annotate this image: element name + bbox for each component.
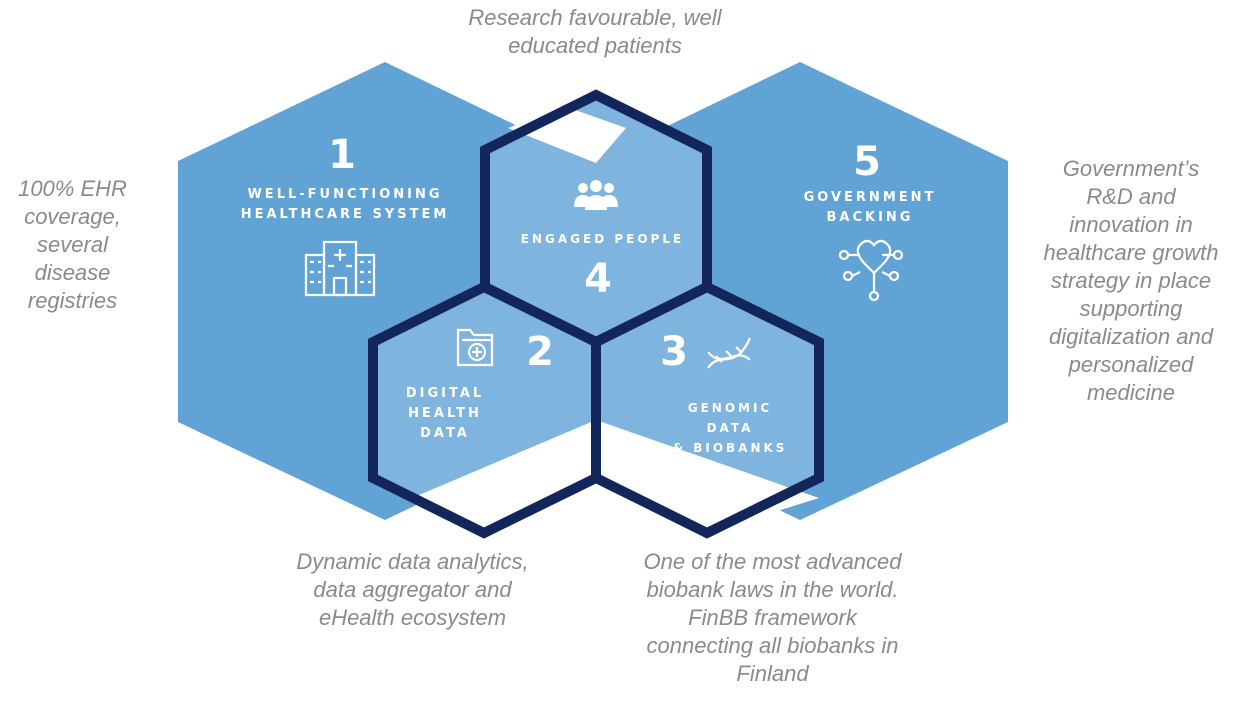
hexagon-2-label: DIGITAL HEALTH DATA bbox=[405, 386, 485, 441]
medical-folder-icon bbox=[456, 328, 494, 367]
hexagon-3-number: 3 bbox=[660, 329, 688, 375]
caption-engaged-people: Research favourable, well educated patie… bbox=[468, 5, 722, 58]
caption-genomic-data-biobanks: One of the most advanced biobank laws in… bbox=[643, 549, 902, 686]
caption-government-backing: Government’s R&D and innovation in healt… bbox=[1043, 156, 1219, 405]
hospital-icon bbox=[304, 240, 376, 297]
hexagon-2-number: 2 bbox=[526, 329, 554, 375]
people-group-icon bbox=[574, 180, 618, 210]
hexagon-2-white-face bbox=[412, 420, 596, 533]
caption-digital-health-data: Dynamic data analytics, data aggregator … bbox=[296, 549, 529, 630]
hexagon-4-number: 4 bbox=[584, 256, 612, 302]
network-heart-icon bbox=[838, 239, 904, 302]
hexagon-4-label: ENGAGED PEOPLE bbox=[520, 232, 685, 246]
dna-icon bbox=[707, 337, 752, 369]
hexagon-5-label: GOVERNMENT BACKING bbox=[803, 190, 937, 225]
caption-healthcare-system: 100% EHR coverage, several disease regis… bbox=[18, 176, 127, 313]
hexagon-5-number: 5 bbox=[853, 139, 881, 185]
hexagon-3-outline bbox=[591, 281, 824, 539]
hexagon-1-number: 1 bbox=[328, 132, 356, 178]
hexagon-3-label: GENOMIC DATA & BIOBANKS bbox=[672, 401, 788, 455]
hexagon-4-fill bbox=[485, 95, 707, 342]
hexagon-1-label: WELL-FUNCTIONING HEALTHCARE SYSTEM bbox=[240, 187, 450, 222]
